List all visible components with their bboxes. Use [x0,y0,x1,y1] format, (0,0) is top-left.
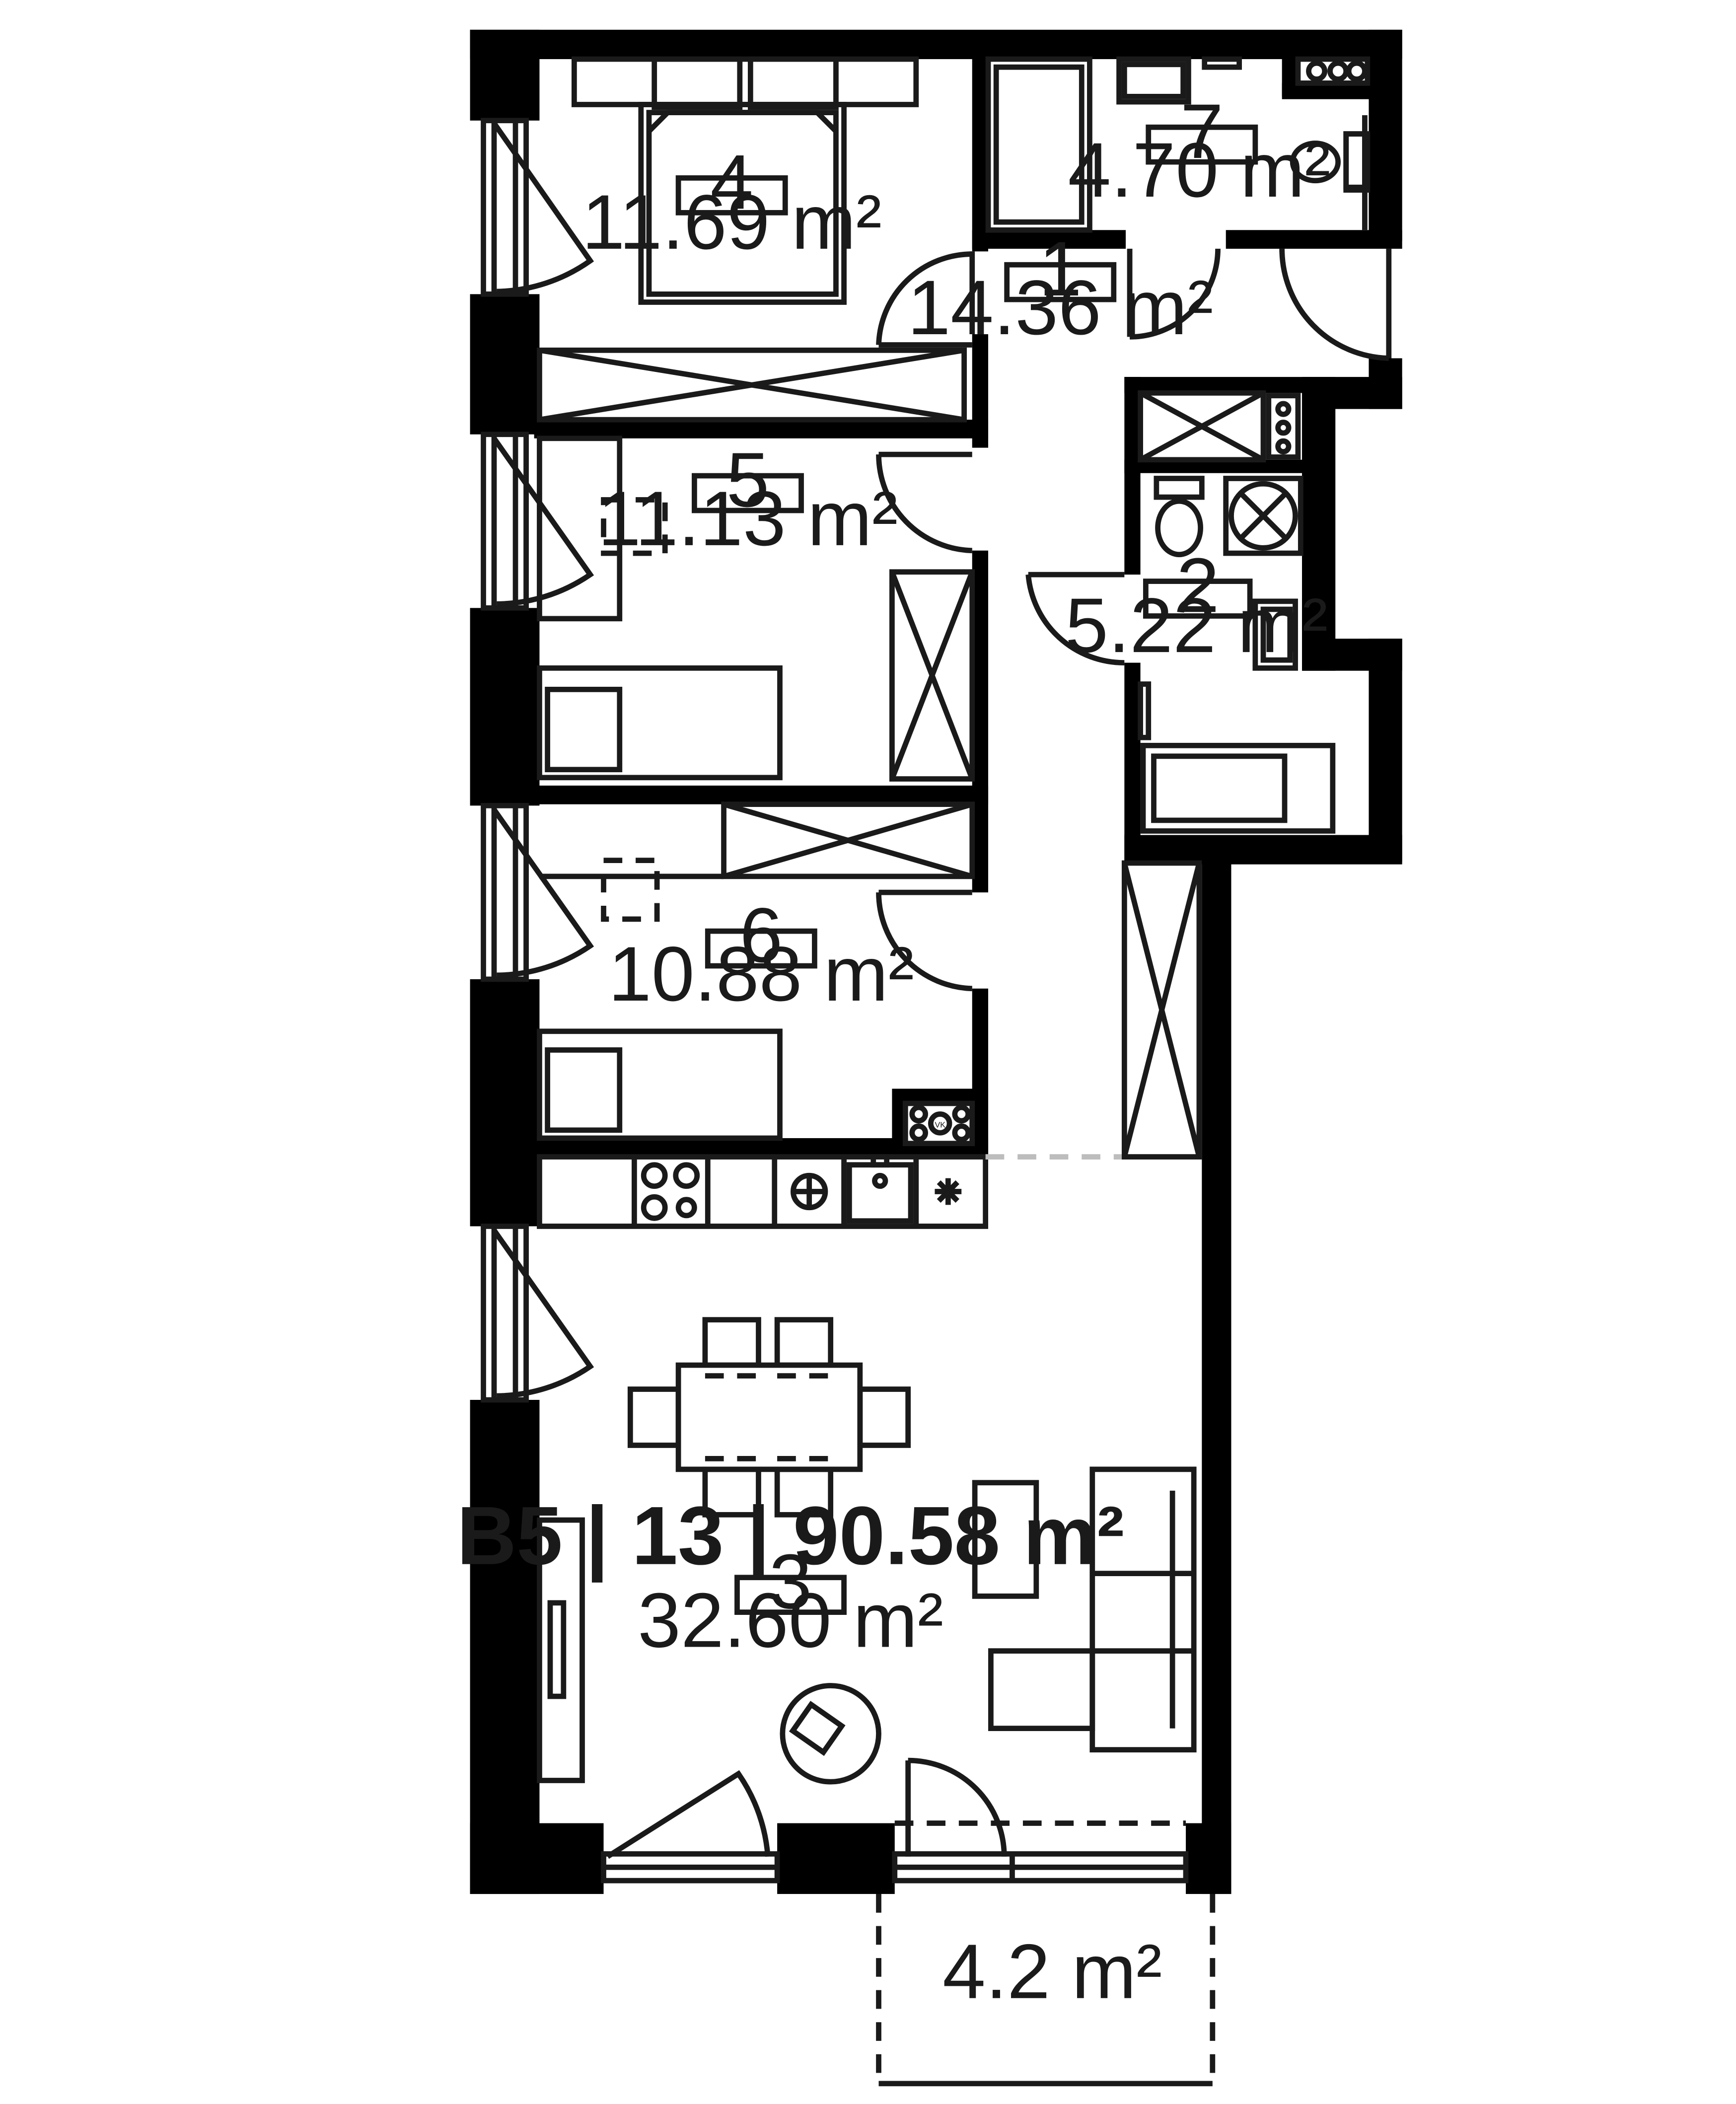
kitchen-counter [537,1154,1125,1229]
room-1-area: 14.36 m² [907,265,1213,351]
coffee-table [972,1480,1039,1599]
room-5-area: 11.13 m² [598,476,898,562]
room-3-number: 3 [769,1539,812,1625]
room-1-number: 1 [1039,226,1082,312]
dishwasher-icon [791,1172,828,1211]
room-4-area: 11.69 m² [582,179,882,266]
room-6-label: 6 10.88 m² [608,892,914,1017]
exterior-walls [470,29,1402,1894]
room-4-label: 4 11.69 m² [582,139,882,266]
desk-room5 [537,435,668,622]
balcony-label: 4.2 m² [942,1929,1162,2015]
dining-table [627,1317,911,1518]
fridge-icon [935,1178,962,1205]
bathroom-7-fixtures [985,56,1371,233]
armchair [780,1683,881,1785]
balcony [876,1894,1216,2087]
room-2-number: 2 [1176,542,1220,629]
room-5-number: 5 [726,437,770,523]
room-7-label: 7 4.70 m² [1068,88,1331,214]
bed-room5 [537,665,783,781]
room-3-area: 32.60 m² [638,1578,943,1664]
room-1-label: 1 14.36 m² [907,226,1213,351]
room-7-area: 4.70 m² [1068,127,1331,214]
room-5-label: 5 11.13 m² [598,437,898,562]
doors [876,248,1392,992]
meter-vk-label: VK [935,1120,945,1129]
room-6-number: 6 [739,892,783,979]
desk-room6 [539,858,724,922]
room-7-number: 7 [1180,88,1224,175]
bed-room6 [537,1028,783,1141]
meter-box-bath7 [1295,56,1371,86]
sofa [988,1466,1197,1753]
room-2-area: 5.22 m² [1065,582,1328,669]
apartment-title: B5 | 13 | 90.58 m² [457,1490,1124,1583]
windows [481,118,1189,1884]
room-3-label: B5 | 13 | 90.58 m² 3 32.60 m² [457,1490,1124,1664]
balcony-area: 4.2 m² [942,1929,1162,2015]
hallway-wardrobe [1121,860,1202,1160]
room-2-label: 2 5.22 m² [1065,542,1328,669]
tv-stand [537,1517,585,1783]
wardrobe-room6 [721,801,975,879]
wardrobe-room4 [537,347,967,423]
wardrobe-room5 [889,569,975,782]
bathroom-2-fixtures [1138,390,1336,834]
bed-double [571,56,919,305]
sink-icon [846,1154,914,1224]
room-6-area: 10.88 m² [608,931,914,1017]
cooktop [641,1162,700,1221]
room-4-number: 4 [710,139,753,225]
meter-box-room6: VK [902,1100,975,1147]
